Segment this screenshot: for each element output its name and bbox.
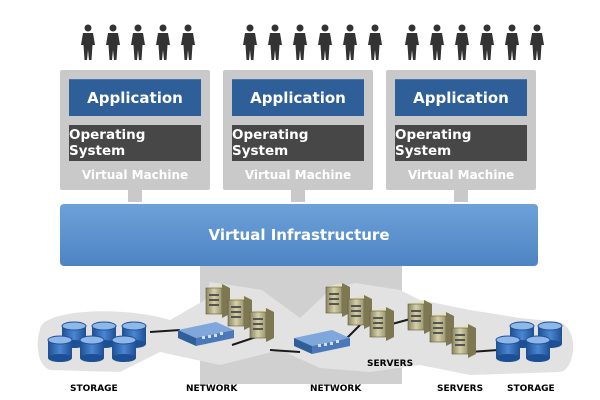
- virtual-machine-3: Application Operating System Virtual Mac…: [386, 70, 536, 190]
- operating-system-box: Operating System: [69, 125, 201, 161]
- operating-system-box: Operating System: [395, 125, 527, 161]
- person-icon: [505, 24, 519, 60]
- hardware-layer: STORAGE NETWORK NETWORK SERVERS SERVERS …: [37, 266, 574, 394]
- application-box: Application: [232, 79, 364, 116]
- operating-system-box: Operating System: [232, 125, 364, 161]
- servers-label-center: SERVERS: [367, 359, 413, 369]
- user-group-1: [77, 24, 199, 60]
- storage-label-right: STORAGE: [507, 384, 555, 394]
- person-icon: [405, 24, 419, 60]
- virtual-machine-label: Virtual Machine: [244, 168, 352, 182]
- user-group-2: [239, 24, 386, 60]
- person-icon: [293, 24, 307, 60]
- person-icon: [268, 24, 282, 60]
- hardware-shadow: [37, 282, 574, 375]
- person-icon: [455, 24, 469, 60]
- person-icon: [181, 24, 195, 60]
- virtual-machine-1: Application Operating System Virtual Mac…: [60, 70, 210, 190]
- storage-label-left: STORAGE: [70, 384, 118, 394]
- person-icon: [368, 24, 382, 60]
- storage-array-left: [47, 321, 147, 363]
- person-icon: [430, 24, 444, 60]
- user-group-3: [401, 24, 548, 60]
- vm-connector: [291, 190, 305, 202]
- network-label-center: NETWORK: [310, 384, 362, 394]
- virtual-machine-label: Virtual Machine: [407, 168, 515, 182]
- application-box: Application: [395, 79, 527, 116]
- vm-connector: [128, 190, 142, 202]
- person-icon: [243, 24, 257, 60]
- application-box: Application: [69, 79, 201, 116]
- person-icon: [480, 24, 494, 60]
- servers-label-right: SERVERS: [437, 384, 483, 394]
- person-icon: [106, 24, 120, 60]
- person-icon: [318, 24, 332, 60]
- person-icon: [343, 24, 357, 60]
- virtual-machine-label: Virtual Machine: [81, 168, 189, 182]
- person-icon: [81, 24, 95, 60]
- virtual-machine-2: Application Operating System Virtual Mac…: [223, 70, 373, 190]
- person-icon: [156, 24, 170, 60]
- person-icon: [530, 24, 544, 60]
- person-icon: [131, 24, 145, 60]
- network-label-left: NETWORK: [186, 384, 238, 394]
- vm-connector: [454, 190, 468, 202]
- virtual-infrastructure-bar: Virtual Infrastructure: [60, 204, 538, 266]
